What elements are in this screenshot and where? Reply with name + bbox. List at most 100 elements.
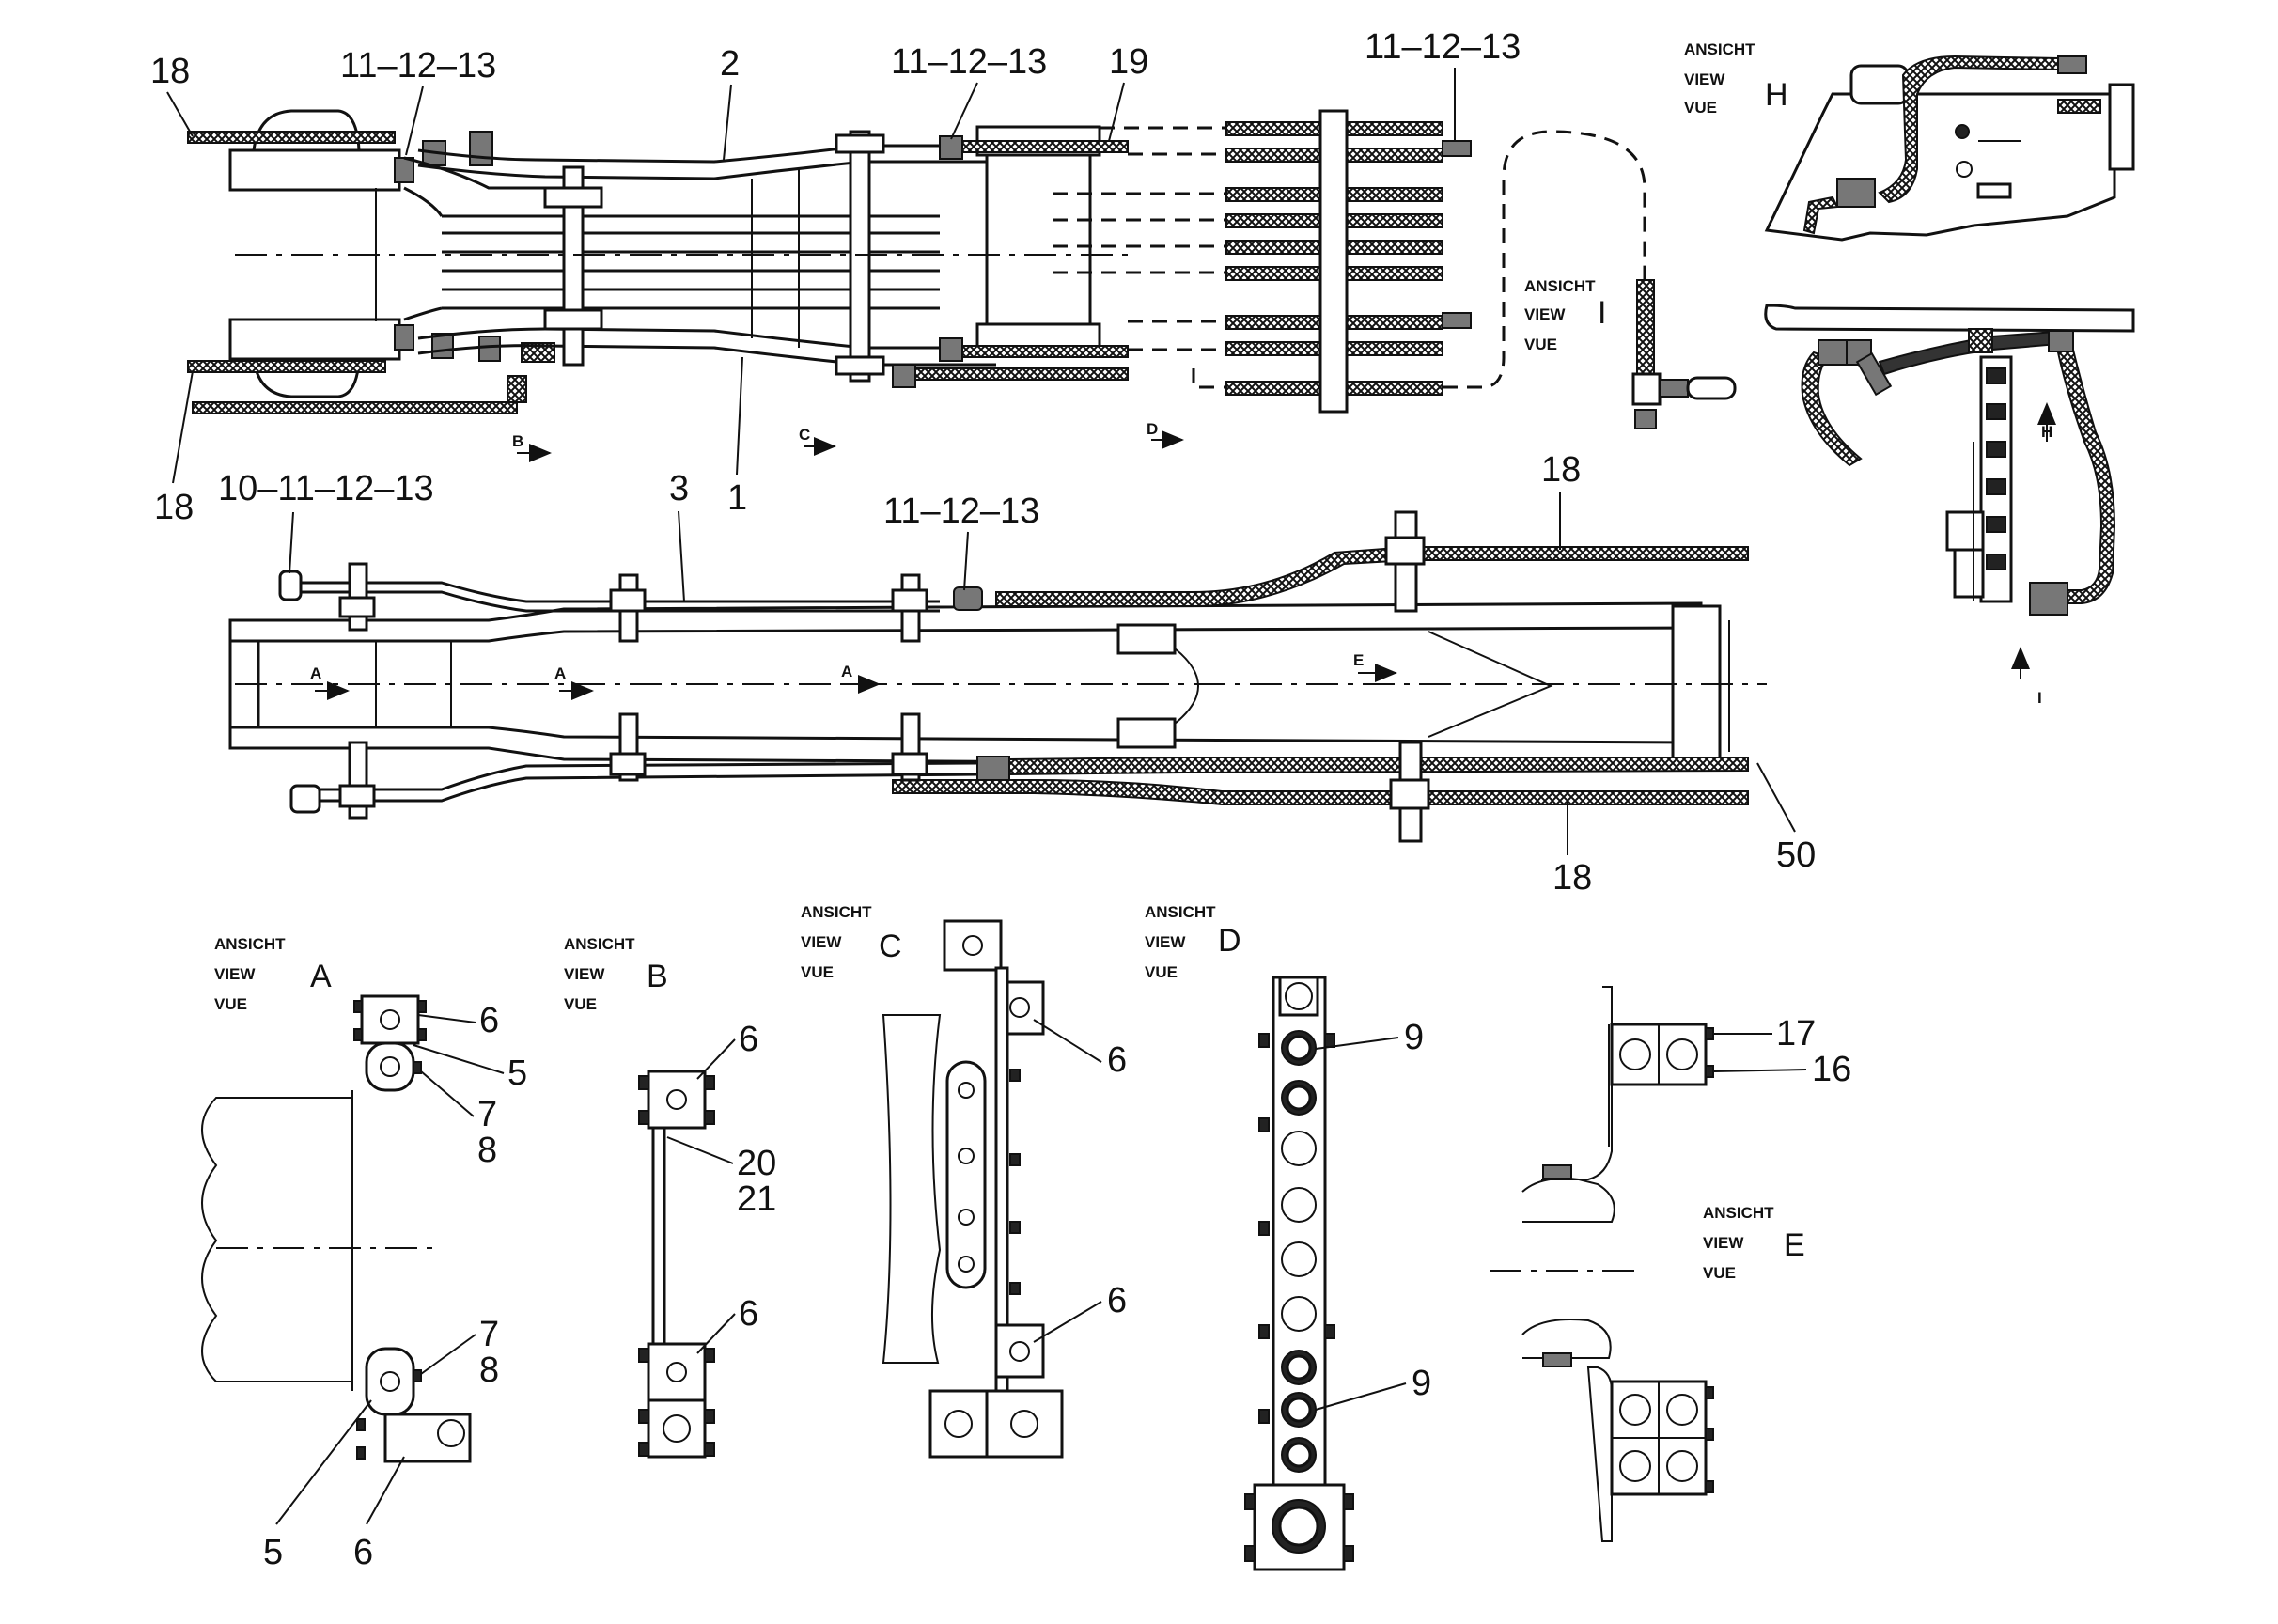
view-arrow-a-3: A	[841, 663, 881, 694]
hose-lower-long	[192, 401, 518, 414]
label-a-6-bottom: 6	[353, 1533, 373, 1572]
svg-text:A: A	[310, 959, 332, 994]
svg-text:VUE: VUE	[1703, 1264, 1736, 1282]
label-11-12-13-mid: 11–12–13	[883, 492, 1039, 531]
svg-text:VUE: VUE	[1145, 963, 1178, 981]
view-a-detail: ANSICHT VIEW VUE A	[201, 935, 472, 1463]
svg-text:D: D	[1218, 923, 1241, 959]
view-arrow-c: C	[799, 426, 836, 456]
hose-18-top	[187, 131, 396, 144]
svg-text:ANSICHT: ANSICHT	[564, 935, 635, 953]
svg-text:B: B	[512, 432, 523, 450]
view-e-detail: ANSICHT VIEW VUE E	[1490, 986, 1805, 1542]
svg-text:D: D	[1147, 420, 1158, 438]
label-a-8-top: 8	[477, 1131, 497, 1170]
label-c-6-bottom: 6	[1107, 1281, 1127, 1320]
label-18-bottom-left: 18	[154, 488, 194, 527]
label-b-21: 21	[737, 1179, 776, 1219]
label-50: 50	[1776, 835, 1816, 875]
svg-text:VIEW: VIEW	[1524, 305, 1566, 323]
view-arrow-h: H	[2037, 402, 2056, 442]
svg-text:A: A	[310, 664, 321, 682]
svg-text:VUE: VUE	[564, 995, 597, 1013]
svg-text:H: H	[1765, 77, 1788, 113]
svg-text:ANSICHT: ANSICHT	[1145, 903, 1216, 921]
label-10-11-12-13: 10–11–12–13	[218, 469, 434, 508]
label-19: 19	[1109, 42, 1148, 82]
label-c-6-top: 6	[1107, 1040, 1127, 1080]
svg-text:E: E	[1784, 1227, 1805, 1263]
label-18-mid-bottom: 18	[1552, 858, 1592, 898]
view-i-hose	[1636, 279, 1655, 375]
svg-text:C: C	[799, 426, 810, 444]
right-hose-bundle	[1225, 109, 1472, 414]
svg-text:VIEW: VIEW	[564, 965, 605, 983]
svg-text:VIEW: VIEW	[1145, 933, 1186, 951]
view-i-caption: ANSICHT VIEW VUE I	[1524, 277, 1606, 353]
label-18-top-left: 18	[150, 52, 190, 91]
view-arrow-a-2: A	[554, 664, 594, 700]
label-11-12-13-c: 11–12–13	[1365, 27, 1521, 67]
label-e-17: 17	[1776, 1014, 1816, 1054]
svg-text:VUE: VUE	[801, 963, 834, 981]
label-11-12-13-a: 11–12–13	[340, 46, 496, 86]
label-a-7-bottom: 7	[479, 1315, 499, 1354]
label-11-12-13-b: 11–12–13	[891, 42, 1047, 82]
view-h-detail: ANSICHT VIEW VUE H	[1684, 40, 2135, 242]
label-1: 1	[727, 478, 747, 518]
label-18-mid-top: 18	[1541, 450, 1581, 490]
label-2: 2	[720, 44, 740, 84]
label-a-5-top: 5	[507, 1054, 527, 1093]
label-a-6-top: 6	[479, 1001, 499, 1040]
svg-text:VUE: VUE	[214, 995, 247, 1013]
top-clamp-2	[849, 130, 871, 383]
view-b-detail: ANSICHT VIEW VUE B	[564, 935, 715, 1459]
svg-text:ANSICHT: ANSICHT	[1703, 1204, 1774, 1222]
svg-text:VIEW: VIEW	[214, 965, 256, 983]
svg-text:B: B	[647, 959, 668, 994]
hose-18-mid-bottom	[892, 779, 1749, 805]
right-bundle-clamp	[1318, 109, 1349, 414]
svg-text:VIEW: VIEW	[801, 933, 842, 951]
top-boom-assembly	[187, 109, 1737, 429]
label-d-9-bottom: 9	[1412, 1364, 1431, 1403]
view-d-detail: ANSICHT VIEW VUE D	[1145, 903, 1354, 1571]
view-arrow-b: B	[512, 432, 552, 462]
svg-text:E: E	[1353, 651, 1364, 669]
label-e-16: 16	[1812, 1050, 1851, 1089]
svg-text:A: A	[554, 664, 566, 682]
svg-text:ANSICHT: ANSICHT	[214, 935, 286, 953]
view-arrow-i: I	[2011, 647, 2042, 707]
top-head-plate-upper	[228, 148, 401, 192]
top-head-plate-lower	[228, 318, 401, 361]
label-b-6-top: 6	[739, 1020, 758, 1059]
svg-text:ANSICHT: ANSICHT	[801, 903, 872, 921]
svg-text:VIEW: VIEW	[1684, 70, 1725, 88]
label-a-7-top: 7	[477, 1095, 497, 1134]
label-b-20: 20	[737, 1144, 776, 1183]
svg-text:C: C	[879, 929, 902, 964]
svg-text:I: I	[2037, 689, 2042, 707]
svg-text:ANSICHT: ANSICHT	[1524, 277, 1596, 295]
view-arrow-a-1: A	[310, 664, 350, 700]
label-d-9-top: 9	[1404, 1018, 1424, 1057]
hose-50	[1008, 757, 1749, 776]
svg-text:VIEW: VIEW	[1703, 1234, 1744, 1252]
view-arrow-e: E	[1353, 651, 1397, 682]
view-i-detail: H I	[1764, 304, 2135, 707]
hose-18-mid-top	[995, 546, 1749, 607]
label-a-8-bottom: 8	[479, 1351, 499, 1390]
svg-text:ANSICHT: ANSICHT	[1684, 40, 1755, 58]
hose-18-bottom	[187, 360, 386, 373]
label-b-6-bottom: 6	[739, 1294, 758, 1334]
label-3: 3	[669, 469, 689, 508]
view-c-detail: ANSICHT VIEW VUE C	[801, 903, 1064, 1459]
h-tank-body	[1764, 92, 2116, 242]
svg-text:VUE: VUE	[1684, 99, 1717, 117]
middle-boom-assembly	[228, 510, 1767, 843]
svg-text:A: A	[841, 663, 852, 680]
label-a-5-bottom: 5	[263, 1533, 283, 1572]
view-arrow-d: D	[1147, 420, 1184, 449]
svg-text:I: I	[1598, 295, 1606, 331]
